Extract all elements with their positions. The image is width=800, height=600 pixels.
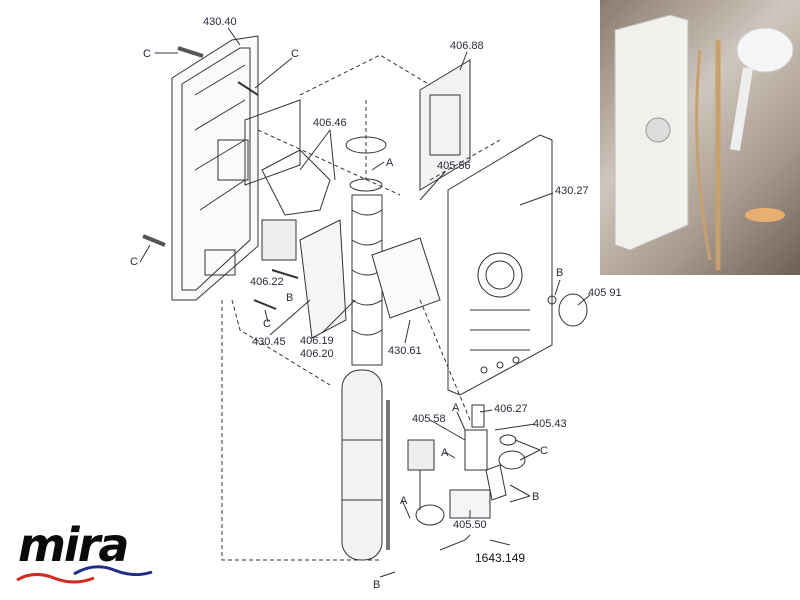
- part-label-405-50: 405.50: [453, 519, 487, 531]
- seal-label-a: A: [400, 495, 408, 507]
- leader-lines: [139, 27, 591, 578]
- heater-tank: [341, 136, 390, 561]
- screws: [142, 46, 299, 310]
- screw-label-c: C: [263, 318, 271, 330]
- part-label-406-19: 406.19: [300, 335, 334, 347]
- backplate: [171, 35, 259, 301]
- screw-label-b: B: [286, 292, 294, 304]
- guide-lines: [221, 54, 501, 561]
- part-label-430-61: 430.61: [388, 345, 422, 357]
- seal-label-a: A: [386, 157, 394, 169]
- part-label-430-27: 430.27: [555, 185, 589, 197]
- control-knob: [558, 293, 588, 327]
- logo-wave-icon: [16, 565, 153, 584]
- part-label-406-46: 406.46: [313, 117, 347, 129]
- part-label-405-43: 405.43: [533, 418, 567, 430]
- screw-label-c: C: [130, 256, 138, 268]
- part-label-1643-149: 1643.149: [475, 551, 526, 565]
- pcb: [419, 59, 471, 191]
- product-photo: [600, 0, 800, 275]
- part-label-406-22: 406.22: [250, 276, 284, 288]
- shower-unit-illustration: [614, 14, 794, 270]
- part-label-406-20: 406.20: [300, 348, 334, 360]
- mira-logo-text: mira: [18, 518, 129, 572]
- part-label-430-40: 430.40: [203, 16, 237, 28]
- part-label-406-88: 406.88: [450, 40, 484, 52]
- seal-label-a: A: [441, 447, 449, 459]
- part-label-405-91: 405 91: [588, 287, 622, 299]
- mira-logo: mira: [14, 518, 154, 590]
- screw-label-b: B: [373, 579, 381, 591]
- part-label-430-45: 430.45: [252, 336, 286, 348]
- screw-label-b: B: [556, 267, 564, 279]
- screw-label-b: B: [532, 491, 540, 503]
- part-label-406-27: 406.27: [494, 403, 528, 415]
- front-cover: [447, 134, 553, 396]
- screw-label-c: C: [291, 48, 299, 60]
- seal-label-a: A: [452, 402, 460, 414]
- part-label-405-56: 405.56: [437, 160, 471, 172]
- screw-label-c: C: [540, 445, 548, 457]
- screw-label-c: C: [143, 48, 151, 60]
- part-label-405-58: 405.58: [412, 413, 446, 425]
